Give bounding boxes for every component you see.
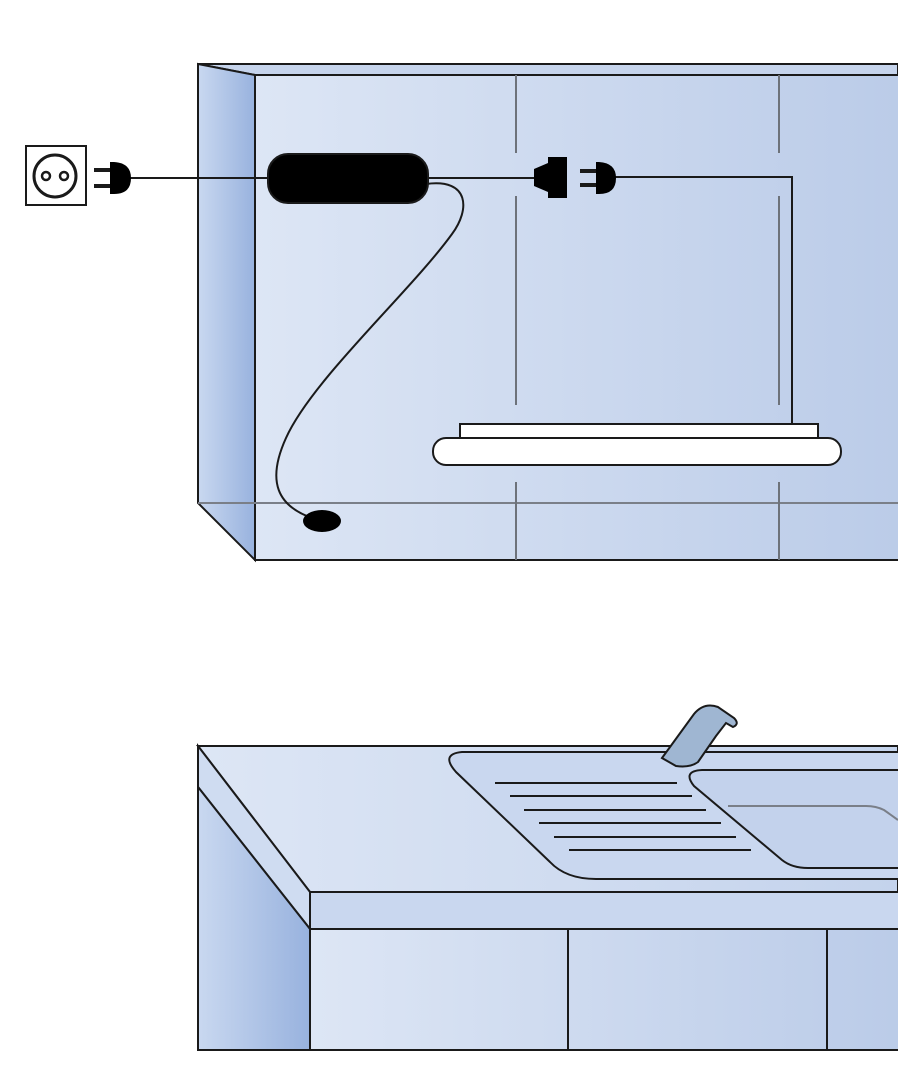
under-cabinet-light: [432, 423, 842, 466]
connector-plug: [580, 162, 616, 194]
mains-plug: [94, 162, 131, 194]
base-cabinet-front: [309, 928, 898, 1051]
drainboard-grooves: [495, 782, 751, 851]
sink-basin: [688, 769, 898, 869]
door-seams: [515, 75, 780, 560]
worktop-front-edge: [309, 891, 898, 930]
faucet: [660, 704, 738, 768]
sink: [448, 751, 898, 880]
light-cable: [612, 176, 793, 425]
power-supply: [267, 153, 429, 204]
loose-cable: [275, 182, 465, 519]
inline-connector: [534, 157, 616, 198]
wall-cabinet: [197, 62, 898, 563]
cable-end: [303, 510, 341, 532]
wall-cabinet-front: [254, 74, 898, 561]
wall-socket: [25, 145, 87, 206]
connector-female: [534, 157, 567, 198]
wall-cabinet-top: [197, 63, 898, 76]
sink-basin-inner: [728, 805, 898, 821]
wall-cabinet-side: [197, 62, 256, 563]
light-bar: [432, 437, 842, 466]
